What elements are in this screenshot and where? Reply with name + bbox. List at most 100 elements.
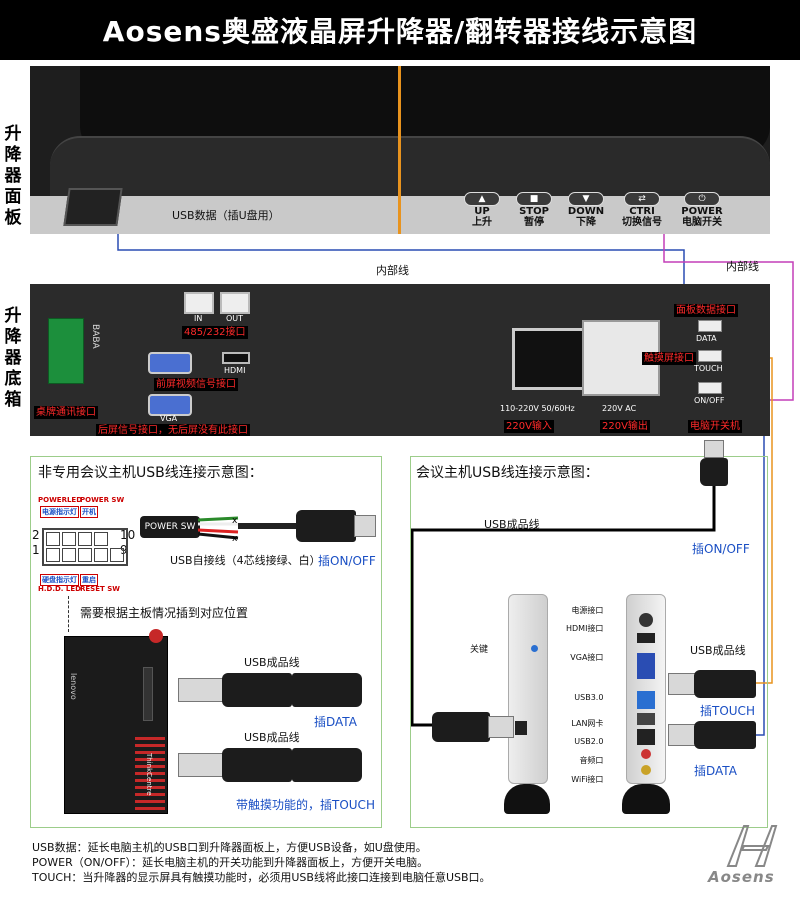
right-usb-line-2: USB成品线 [690, 644, 746, 657]
note-usb: USB数据：延长电脑主机的USB口到升降器面板上，方便USB设备，如U盘使用。 [32, 841, 427, 854]
pin-gap [110, 532, 124, 546]
pin [94, 548, 108, 562]
pc-power-led [149, 629, 163, 643]
onoff-port-text: ON/OFF [694, 396, 725, 405]
left-section-title: 非专用会议主机USB线连接示意图： [38, 465, 263, 481]
wifi-jack [641, 765, 651, 775]
port-label: USB2.0 [574, 737, 604, 746]
brand-logo-icon [726, 825, 778, 867]
note-touch: TOUCH：当升降器的显示屏具有触摸功能时，必须用USB线将此接口连接到电脑任意… [32, 871, 491, 884]
pin [62, 532, 76, 546]
vga-text: VGA [160, 414, 178, 423]
lift-box-photo: BABA 桌牌通讯接口 IN OUT 485/232接口 HDMI 前屏视频信号… [30, 284, 770, 436]
left-usb-line-1: USB成品线 [244, 656, 300, 669]
terminal-text: BABA [90, 324, 100, 349]
header-pin-block [42, 528, 128, 566]
panel-lip [50, 136, 770, 196]
panel-button-row: ▲ UP 上升 ■ STOP 暂停 ▼ DOWN 下降 ⇄ CTRI 切换信号 … [460, 192, 728, 228]
hdmi-port [222, 352, 250, 364]
ctri-button[interactable]: ⇄ CTRI 切换信号 [616, 192, 668, 228]
usb-cable-touch [178, 745, 378, 785]
pin [46, 532, 60, 546]
plug-metal-left [178, 678, 224, 702]
plug-metal [488, 716, 514, 738]
up-en: UP [474, 206, 490, 217]
plug-body-left [222, 748, 292, 782]
mini-pc-stand-right [622, 784, 670, 814]
usb-data-plug [668, 721, 758, 749]
note-power: POWER（ON/OFF）：延长电脑主机的开关功能到升降器面板上，方便开关电脑。 [32, 856, 429, 869]
plug-body [700, 458, 728, 486]
stop-button[interactable]: ■ STOP 暂停 [512, 192, 556, 228]
hdd-led-label: H.D.D. LED [38, 585, 81, 593]
plug-metal [354, 515, 376, 537]
left-plug-data: 插DATA [314, 715, 357, 729]
panel-side-label-text: 升降器面板 [4, 124, 22, 228]
motherboard-pointer [68, 596, 69, 632]
stop-en: STOP [519, 206, 549, 217]
ac-text: 110-220V 50/60Hz [500, 404, 575, 413]
mini-pc-back [626, 594, 666, 784]
power-icon: ⏻ [684, 192, 720, 206]
pin [78, 548, 92, 562]
touch-usb-port [698, 350, 722, 362]
kaiji-label: 开机 [80, 506, 98, 518]
power-cn: 电脑开关 [682, 217, 722, 228]
usb2-jack [637, 729, 655, 745]
up-button[interactable]: ▲ UP 上升 [460, 192, 504, 228]
internal-line-right-label: 内部线 [726, 260, 759, 273]
power-button[interactable]: ⏻ POWER 电脑开关 [676, 192, 728, 228]
pin [78, 532, 92, 546]
svg-text:x: x [232, 534, 238, 542]
pin-1: 1 [32, 543, 40, 557]
lift-panel-photo: USB数据（插U盘用） ▲ UP 上升 ■ STOP 暂停 ▼ DOWN 下降 … [30, 66, 770, 234]
four-wire-cable: x x [198, 516, 310, 542]
pin [94, 532, 108, 546]
box-side-label-text: 升降器底箱 [4, 306, 22, 410]
rj45-out-port [220, 292, 250, 314]
rj45-in-text: IN [194, 314, 203, 323]
plug-body-left [222, 673, 292, 707]
plug-metal [704, 440, 724, 458]
right-plug-data: 插DATA [694, 764, 737, 778]
right-section-title: 会议主机USB线连接示意图： [416, 465, 599, 481]
up-icon: ▲ [464, 192, 500, 206]
power-en: POWER [681, 206, 723, 217]
pin [46, 548, 60, 562]
side-usb-port [515, 721, 527, 735]
page-title: Aosens奥盛液晶屏升降器/翻转器接线示意图 [0, 0, 800, 60]
internal-line-left-label: 内部线 [376, 264, 409, 277]
port-label: VGA接口 [570, 653, 604, 662]
power-sw-cable: POWER SW [140, 516, 200, 538]
vga-jack [637, 653, 655, 679]
svg-text:x: x [232, 516, 238, 526]
power-key-dot [531, 645, 538, 652]
right-section-frame [410, 456, 768, 828]
down-cn: 下降 [576, 217, 596, 228]
powerled-label: POWERLED [38, 496, 83, 504]
port-label: 电源接口 [571, 606, 604, 615]
touch-port-text: TOUCH [694, 364, 723, 373]
self-wire-label: USB自接线（4芯线接绿、白） [170, 554, 321, 567]
notes-block: USB数据：延长电脑主机的USB口到升降器面板上，方便USB设备，如U盘使用。 … [32, 840, 491, 885]
port-label: LAN网卡 [571, 719, 604, 728]
pc-front-ports [143, 667, 153, 721]
black-usb-line [410, 480, 716, 727]
plug-body [694, 670, 756, 698]
left-plug-touch: 带触摸功能的，插TOUCH [236, 798, 375, 812]
port-label: WiFi接口 [571, 775, 604, 784]
power-jack [639, 613, 653, 627]
panel-data-label: 面板数据接口 [674, 304, 738, 317]
ac-label: 220V输入 [504, 420, 554, 433]
down-button[interactable]: ▼ DOWN 下降 [564, 192, 608, 228]
power-key-label: 关键 [470, 645, 489, 655]
left-plug-onoff-label: 插ON/OFF [318, 554, 376, 568]
port-label: USB3.0 [574, 693, 604, 702]
outlet-text: 220V AC [602, 404, 637, 413]
pc-brand: ThinkCentre [145, 753, 153, 796]
right-usb-line: USB成品线 [484, 518, 540, 531]
terminal-block [48, 318, 84, 384]
rj45-in-port [184, 292, 214, 314]
pin [110, 548, 124, 562]
plug-body [694, 721, 756, 749]
